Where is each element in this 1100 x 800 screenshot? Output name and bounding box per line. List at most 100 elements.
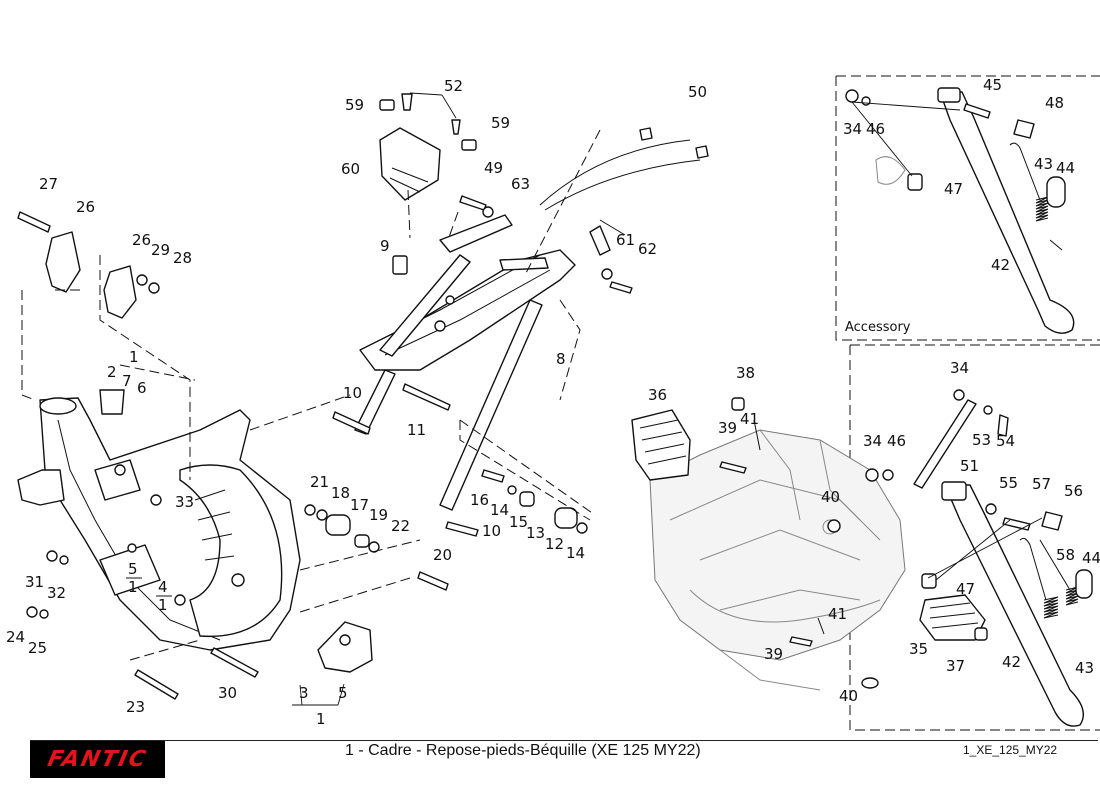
callout-c10b: 10 [482,522,501,540]
callout-c46a: 46 [866,120,885,138]
callout-c24: 24 [6,628,25,646]
callout-c14b: 14 [566,544,585,562]
footpeg-right[interactable] [919,594,986,641]
accessory-label: Accessory [845,320,911,335]
callout-c40a: 40 [821,488,840,506]
callout-c41a: 41 [740,410,759,428]
callout-c12: 12 [545,535,564,553]
callout-c59b: 59 [491,114,510,132]
callout-c21: 21 [310,473,329,491]
callout-c44b: 44 [1082,549,1100,567]
callout-c34b: 34 [950,359,969,377]
callout-c62: 62 [638,240,657,258]
accessory-kit-group: Accessory [835,75,1100,341]
callout-c29: 29 [151,241,170,259]
accessory-bracket [1013,119,1035,139]
callout-c37: 37 [946,657,965,675]
callout-c26a: 26 [76,198,95,216]
footer-rule [30,740,1098,741]
callout-c46b: 46 [887,432,906,450]
callout-c36: 36 [648,386,667,404]
callout-c8: 8 [556,350,566,368]
callout-c58: 58 [1056,546,1075,564]
callout-c34a: 34 [843,120,862,138]
callout-c56: 56 [1064,482,1083,500]
callout-c28: 28 [173,249,192,267]
brand-logo: FANTIC [30,741,165,778]
footpeg-left[interactable] [631,409,691,481]
callout-c32: 32 [47,584,66,602]
accessory-spring [1035,196,1049,222]
callout-c45: 45 [983,76,1002,94]
callout-c33: 33 [175,493,194,511]
stand-sensor-strap [913,399,977,489]
accessory-side-stand[interactable] [939,91,1075,334]
callout-c19: 19 [369,506,388,524]
callout-c9: 9 [380,237,390,255]
callout-c57: 57 [1032,475,1051,493]
callout-c16: 16 [470,491,489,509]
callout-c53: 53 [972,431,991,449]
callout-c20: 20 [433,546,452,564]
callout-c50: 50 [688,83,707,101]
callout-c38: 38 [736,364,755,382]
grab-wire [539,139,701,236]
engine-plate-26a [45,231,81,293]
callout-c51: 51 [960,457,979,475]
callout-c30: 30 [218,684,237,702]
callout-c55: 55 [999,474,1018,492]
callout-c59a: 59 [345,96,364,114]
callout-c11: 11 [407,421,426,439]
callout-c10a: 10 [343,384,362,402]
engine-plate-26b [103,265,137,319]
callout-c34c: 34 [863,432,882,450]
accessory-sleeve [1046,176,1066,208]
callout-c60: 60 [341,160,360,178]
callout-c26b: 26 [132,231,151,249]
side-stand[interactable] [941,481,1084,727]
callout-fraction-5-den: 1 [128,578,138,596]
callout-fraction-5-num: 5 [128,560,138,578]
callout-c44a: 44 [1056,159,1075,177]
callout-c39b: 39 [764,645,783,663]
callout-c43b: 43 [1075,659,1094,677]
chain-guard-plate[interactable] [379,127,441,201]
callout-c48: 48 [1045,94,1064,112]
callout-c49: 49 [484,159,503,177]
callout-c47a: 47 [944,180,963,198]
callout-c5: 5 [338,684,348,702]
callout-c42b: 42 [1002,653,1021,671]
subframe[interactable] [354,214,576,511]
callout-c52: 52 [444,77,463,95]
callout-c39a: 39 [718,419,737,437]
callout-c47b: 47 [956,580,975,598]
engine-frame-ghost [649,429,906,691]
callout-c13: 13 [526,524,545,542]
callout-c25: 25 [28,639,47,657]
callout-c7: 7 [122,372,132,390]
stand-spring [1043,596,1059,619]
callout-c35: 35 [909,640,928,658]
brand-logo-text: FANTIC [45,747,150,772]
callout-c41b: 41 [828,605,847,623]
callout-c1: 1 [129,348,139,366]
callout-labels: 1 2 7 6 3 5 1 8 9 10 10 11 12 13 14 14 1… [6,76,1100,728]
callout-c31: 31 [25,573,44,591]
callout-c22: 22 [391,517,410,535]
callout-fraction-4-den: 1 [158,596,168,614]
callout-c42a: 42 [991,256,1010,274]
callout-c43a: 43 [1034,155,1053,173]
callout-c2: 2 [107,363,117,381]
engine-mount-bracket [317,621,373,673]
callout-c61: 61 [616,231,635,249]
callout-c23: 23 [126,698,145,716]
diagram-caption: 1 - Cadre - Repose-pieds-Béquille (XE 12… [345,742,701,759]
callout-c6: 6 [137,379,147,397]
callout-c15: 15 [509,513,528,531]
callout-fraction-4-num: 4 [158,578,168,596]
callout-c54: 54 [996,432,1015,450]
callout-c1b: 1 [316,710,326,728]
callout-c14a: 14 [490,501,509,519]
callout-c18: 18 [331,484,350,502]
